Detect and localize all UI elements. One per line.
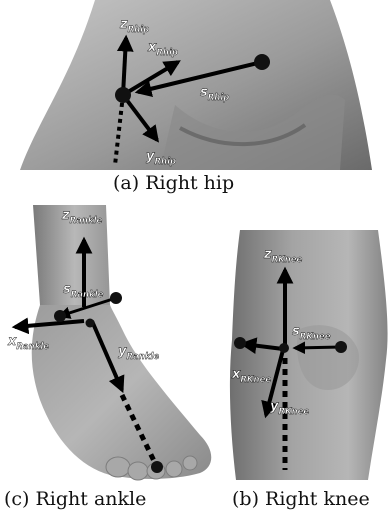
knee-medial-marker: [234, 337, 246, 349]
hip-joint-marker: [115, 87, 131, 103]
caption-right-knee: (b) Right knee: [232, 488, 370, 510]
ankle-panel: zRankle sRankle xRankle yRankle: [0, 205, 225, 483]
caption-right-hip: (a) Right hip: [113, 172, 234, 194]
ankle-foot-surface: [32, 305, 212, 479]
ankle-lateral-marker: [110, 292, 122, 304]
knee-lateral-marker: [335, 341, 347, 353]
ankle-figure: zRankle sRankle xRankle yRankle: [0, 205, 225, 483]
knee-joint-marker: [279, 343, 289, 353]
ankle-toe-marker: [151, 461, 163, 473]
hip-panel: zRhip xRhip sRhip yRhip: [0, 0, 391, 170]
hip-target-marker: [254, 54, 270, 70]
caption-right-ankle: (c) Right ankle: [4, 488, 146, 510]
ankle-medial-marker: [54, 310, 66, 322]
ankle-joint-marker: [86, 319, 95, 328]
knee-figure: zRKnee sRKnee xRKnee yRKnee: [228, 230, 391, 480]
knee-panel: zRKnee sRKnee xRKnee yRKnee: [228, 230, 391, 480]
knee-s-vector: [295, 347, 341, 348]
hip-figure: zRhip xRhip sRhip yRhip: [0, 0, 391, 170]
